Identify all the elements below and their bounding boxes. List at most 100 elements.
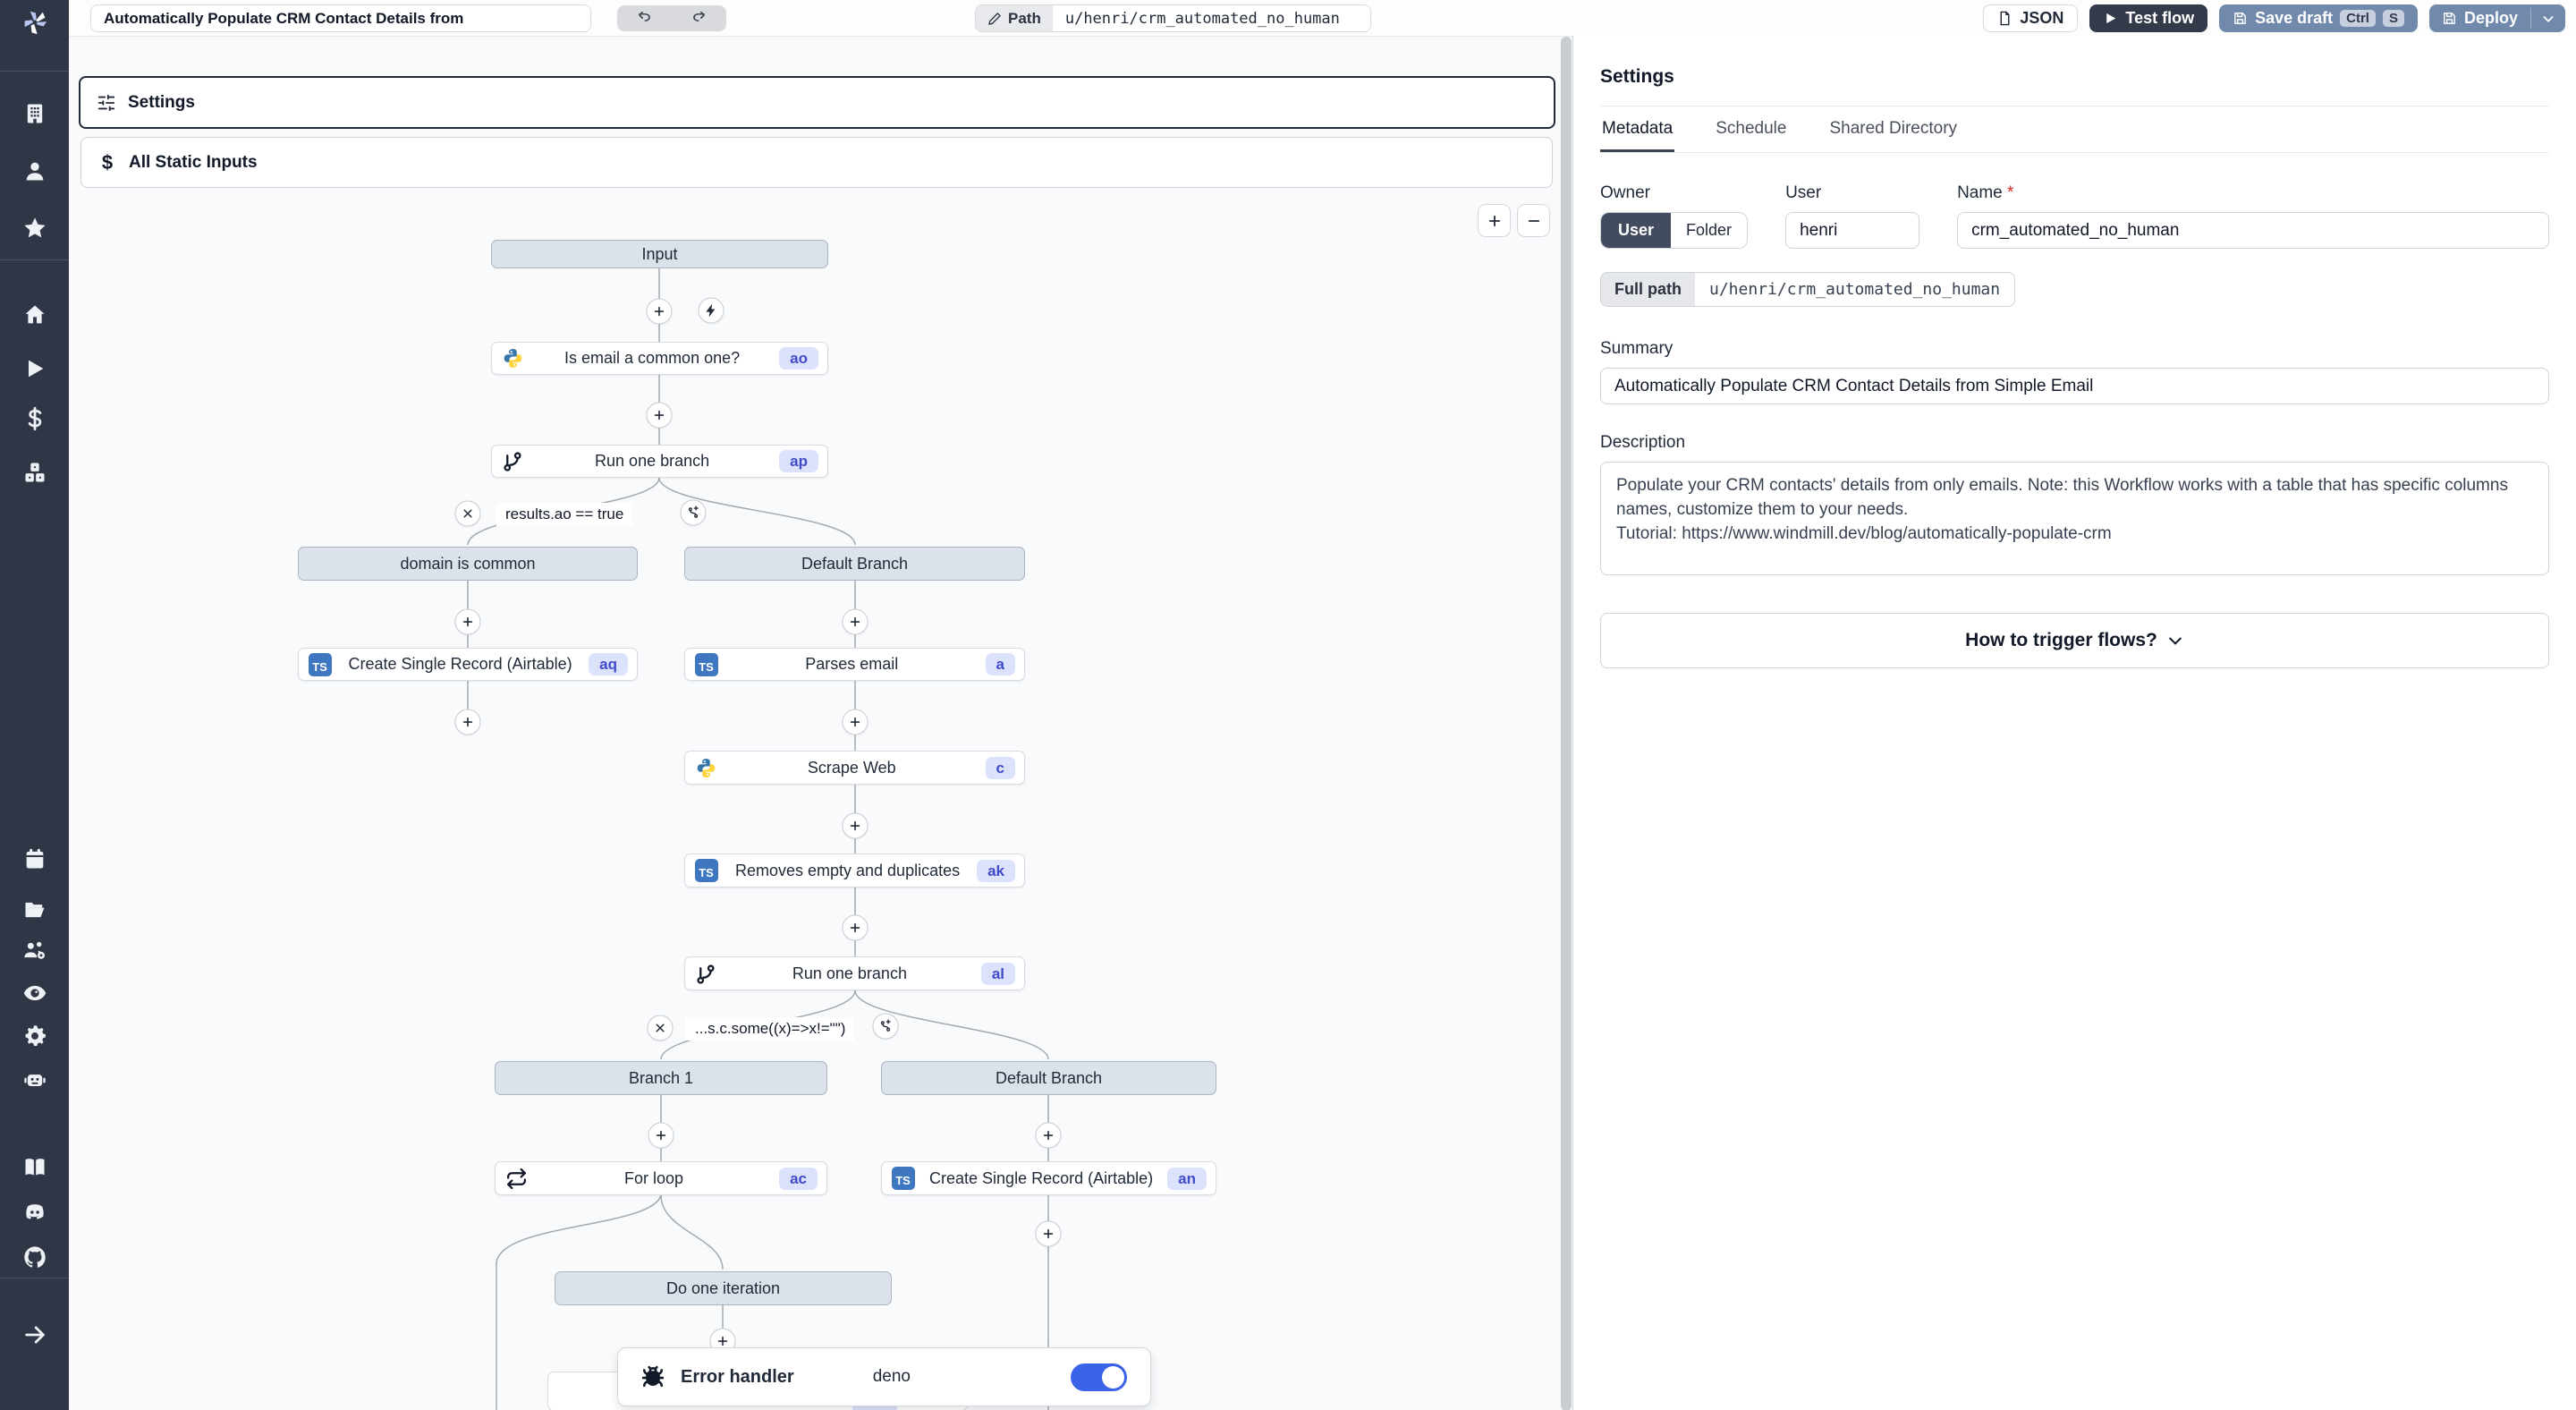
tab-shared-directory[interactable]: Shared Directory (1829, 119, 1958, 138)
add-step-button[interactable] (454, 709, 481, 735)
remove-branch-button[interactable] (454, 500, 481, 527)
add-step-button[interactable] (646, 298, 673, 325)
expand-arrow-right-icon[interactable] (21, 1321, 48, 1348)
audit-eye-icon[interactable] (21, 980, 48, 1007)
user-icon[interactable] (21, 157, 48, 184)
home-icon[interactable] (21, 302, 48, 328)
owner-toggle: User Folder (1600, 212, 1749, 249)
add-step-button[interactable] (648, 1122, 674, 1149)
add-branch-button[interactable] (680, 499, 707, 526)
add-step-button[interactable] (646, 402, 673, 429)
user-input[interactable]: henri (1785, 212, 1920, 249)
folders-icon[interactable] (21, 896, 48, 923)
schedules-calendar-icon[interactable] (21, 845, 48, 872)
json-button[interactable]: JSON (1983, 4, 2079, 32)
flow-summary-input[interactable]: Automatically Populate CRM Contact Detai… (90, 4, 591, 32)
flow-canvas[interactable]: Settings $ All Static Inputs Input (69, 36, 1572, 1410)
owner-option-folder[interactable]: Folder (1671, 213, 1748, 248)
tab-metadata[interactable]: Metadata (1600, 106, 1675, 152)
flow-node-removes-empty[interactable]: TS Removes empty and duplicates ak (684, 854, 1025, 888)
settings-tabs: Metadata Schedule Shared Directory (1600, 106, 2549, 153)
flow-branch-1[interactable]: Branch 1 (495, 1061, 827, 1095)
settings-panel: Settings Metadata Schedule Shared Direct… (1572, 36, 2576, 1410)
static-inputs-bar[interactable]: $ All Static Inputs (80, 137, 1553, 188)
error-handler-toggle[interactable] (1071, 1363, 1127, 1391)
workspace-building-icon[interactable] (21, 100, 48, 127)
flow-settings-bar[interactable]: Settings (79, 76, 1555, 129)
settings-gear-icon[interactable] (21, 1023, 48, 1049)
variables-dollar-icon[interactable] (21, 405, 48, 432)
owner-option-user[interactable]: User (1601, 213, 1672, 248)
path-value[interactable]: u/henri/crm_automated_no_human (1064, 9, 1340, 28)
trigger-bolt-button[interactable] (698, 297, 724, 324)
add-step-button[interactable] (842, 608, 869, 635)
tab-schedule[interactable]: Schedule (1716, 119, 1787, 138)
flow-node-run-one-branch-2[interactable]: Run one branch al (684, 956, 1025, 990)
plus-icon (850, 922, 860, 933)
how-to-trigger-flows-button[interactable]: How to trigger flows? (1600, 613, 2549, 668)
add-step-button[interactable] (842, 812, 869, 839)
flow-node-is-email-common[interactable]: Is email a common one? ao (491, 342, 828, 375)
play-icon (2106, 13, 2116, 24)
description-textarea[interactable]: Populate your CRM contacts' details from… (1600, 462, 2549, 575)
add-step-button[interactable] (1035, 1220, 1062, 1247)
path-field[interactable]: Path u/henri/crm_automated_no_human (975, 4, 1371, 32)
zoom-out-button[interactable] (1517, 204, 1550, 237)
user-field-wrap: User henri (1785, 183, 1920, 249)
remove-branch-button[interactable] (647, 1015, 674, 1041)
flow-node-scrape-web[interactable]: Scrape Web c (684, 751, 1025, 785)
docs-book-icon[interactable] (21, 1154, 48, 1181)
discord-icon[interactable] (21, 1199, 48, 1226)
flow-branch-default-2[interactable]: Default Branch (881, 1061, 1216, 1095)
save-icon (2234, 13, 2246, 24)
flow-node-for-loop[interactable]: For loop ac (495, 1161, 827, 1195)
add-step-button[interactable] (1035, 1122, 1062, 1149)
full-path-label: Full path (1601, 273, 1695, 306)
name-field-wrap: Name * crm_automated_no_human (1957, 183, 2549, 249)
flow-node-input[interactable]: Input (491, 240, 828, 268)
flow-node-run-one-branch-1[interactable]: Run one branch ap (491, 445, 828, 478)
plus-icon (462, 616, 473, 627)
name-input[interactable]: crm_automated_no_human (1957, 212, 2549, 249)
node-id-badge: a (985, 653, 1015, 675)
flow-branch-do-one-iteration[interactable]: Do one iteration (555, 1271, 892, 1305)
runs-play-icon[interactable] (21, 355, 48, 382)
deploy-dropdown-button[interactable] (2531, 4, 2565, 32)
summary-label: Summary (1600, 339, 1674, 358)
summary-input[interactable]: Automatically Populate CRM Contact Detai… (1600, 368, 2549, 404)
node-id-badge: ao (779, 347, 818, 369)
undo-button[interactable] (636, 8, 653, 30)
owner-user-name-row: Owner User Folder User henri Name * crm_… (1600, 183, 2549, 249)
windmill-logo-icon[interactable] (21, 9, 48, 36)
branch-condition-label[interactable]: results.ao == true (496, 503, 633, 526)
add-step-button[interactable] (842, 914, 869, 941)
add-step-button[interactable] (842, 709, 869, 735)
full-path-value: u/henri/crm_automated_no_human (1709, 280, 2001, 299)
save-draft-button[interactable]: Save draft Ctrl S (2219, 4, 2418, 32)
redo-button[interactable] (691, 8, 708, 30)
flow-node-parses-email[interactable]: TS Parses email a (684, 648, 1025, 681)
flow-branch-default-1[interactable]: Default Branch (684, 547, 1025, 581)
branch-condition-label[interactable]: ...s.c.some((x)=>x!="") (686, 1017, 855, 1041)
resources-cubes-icon[interactable] (21, 459, 48, 486)
typescript-icon: TS (308, 652, 332, 676)
plus-icon (654, 306, 665, 317)
error-handler-panel[interactable]: Error handler deno (617, 1347, 1151, 1406)
favorites-star-icon[interactable] (21, 215, 48, 242)
zoom-in-button[interactable] (1478, 204, 1511, 237)
flow-branch-domain-common[interactable]: domain is common (298, 547, 638, 581)
groups-users-cog-icon[interactable] (21, 937, 48, 964)
minus-icon (1528, 219, 1539, 222)
ai-robot-icon[interactable] (21, 1066, 48, 1093)
flow-node-create-record-2[interactable]: TS Create Single Record (Airtable) an (881, 1161, 1216, 1195)
sidebar (0, 0, 69, 1410)
flow-node-create-record-1[interactable]: TS Create Single Record (Airtable) aq (298, 648, 638, 681)
github-icon[interactable] (21, 1244, 48, 1270)
deploy-button[interactable]: Deploy (2429, 4, 2530, 32)
test-flow-button[interactable]: Test flow (2089, 4, 2208, 32)
canvas-vertical-scrollbar[interactable] (1561, 37, 1572, 1410)
name-label: Name * (1957, 183, 2014, 202)
add-branch-button[interactable] (872, 1013, 899, 1040)
add-step-button[interactable] (454, 608, 481, 635)
